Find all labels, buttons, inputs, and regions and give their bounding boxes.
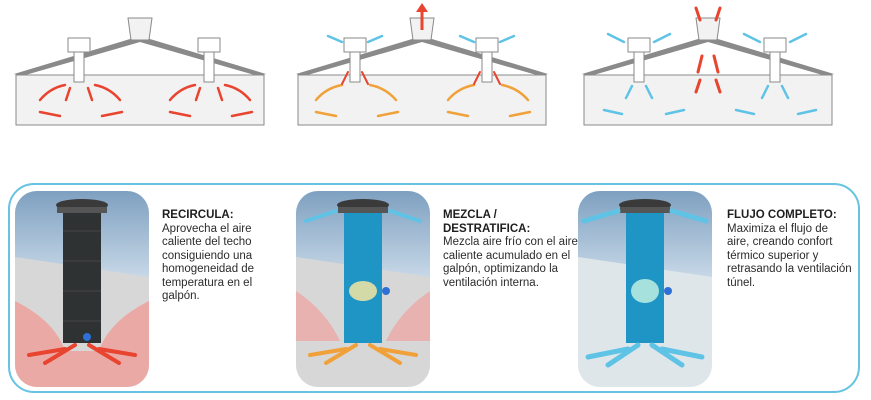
mode-caption-flujo: FLUJO COMPLETO: Maximiza el flujo de air…: [727, 209, 852, 290]
mode-title: MEZCLA / DESTRATIFICA:: [443, 209, 531, 235]
mode-description: Mezcla aire frío con el aire caliente ac…: [443, 236, 578, 289]
fan-image-mezcla: [296, 191, 430, 387]
modes-panel: RECIRCULA: Aprovecha el aire caliente de…: [8, 183, 860, 393]
mode-description: Aprovecha el aire caliente del techo con…: [162, 222, 255, 303]
mode-caption-mezcla: MEZCLA / DESTRATIFICA: Mezcla aire frío …: [443, 209, 583, 290]
mode-title: RECIRCULA:: [162, 209, 234, 221]
mode-caption-recircula: RECIRCULA: Aprovecha el aire caliente de…: [162, 209, 287, 304]
building-diagram-mezcla: [296, 3, 548, 126]
fan-image-flujo: [578, 191, 712, 387]
mode-title: FLUJO COMPLETO:: [727, 209, 837, 221]
building-diagram-recircula: [14, 17, 266, 126]
fan-image-recircula: [15, 191, 149, 387]
mode-description: Maximiza el flujo de aire, creando confo…: [727, 222, 852, 289]
building-diagram-flujo: [582, 6, 834, 126]
